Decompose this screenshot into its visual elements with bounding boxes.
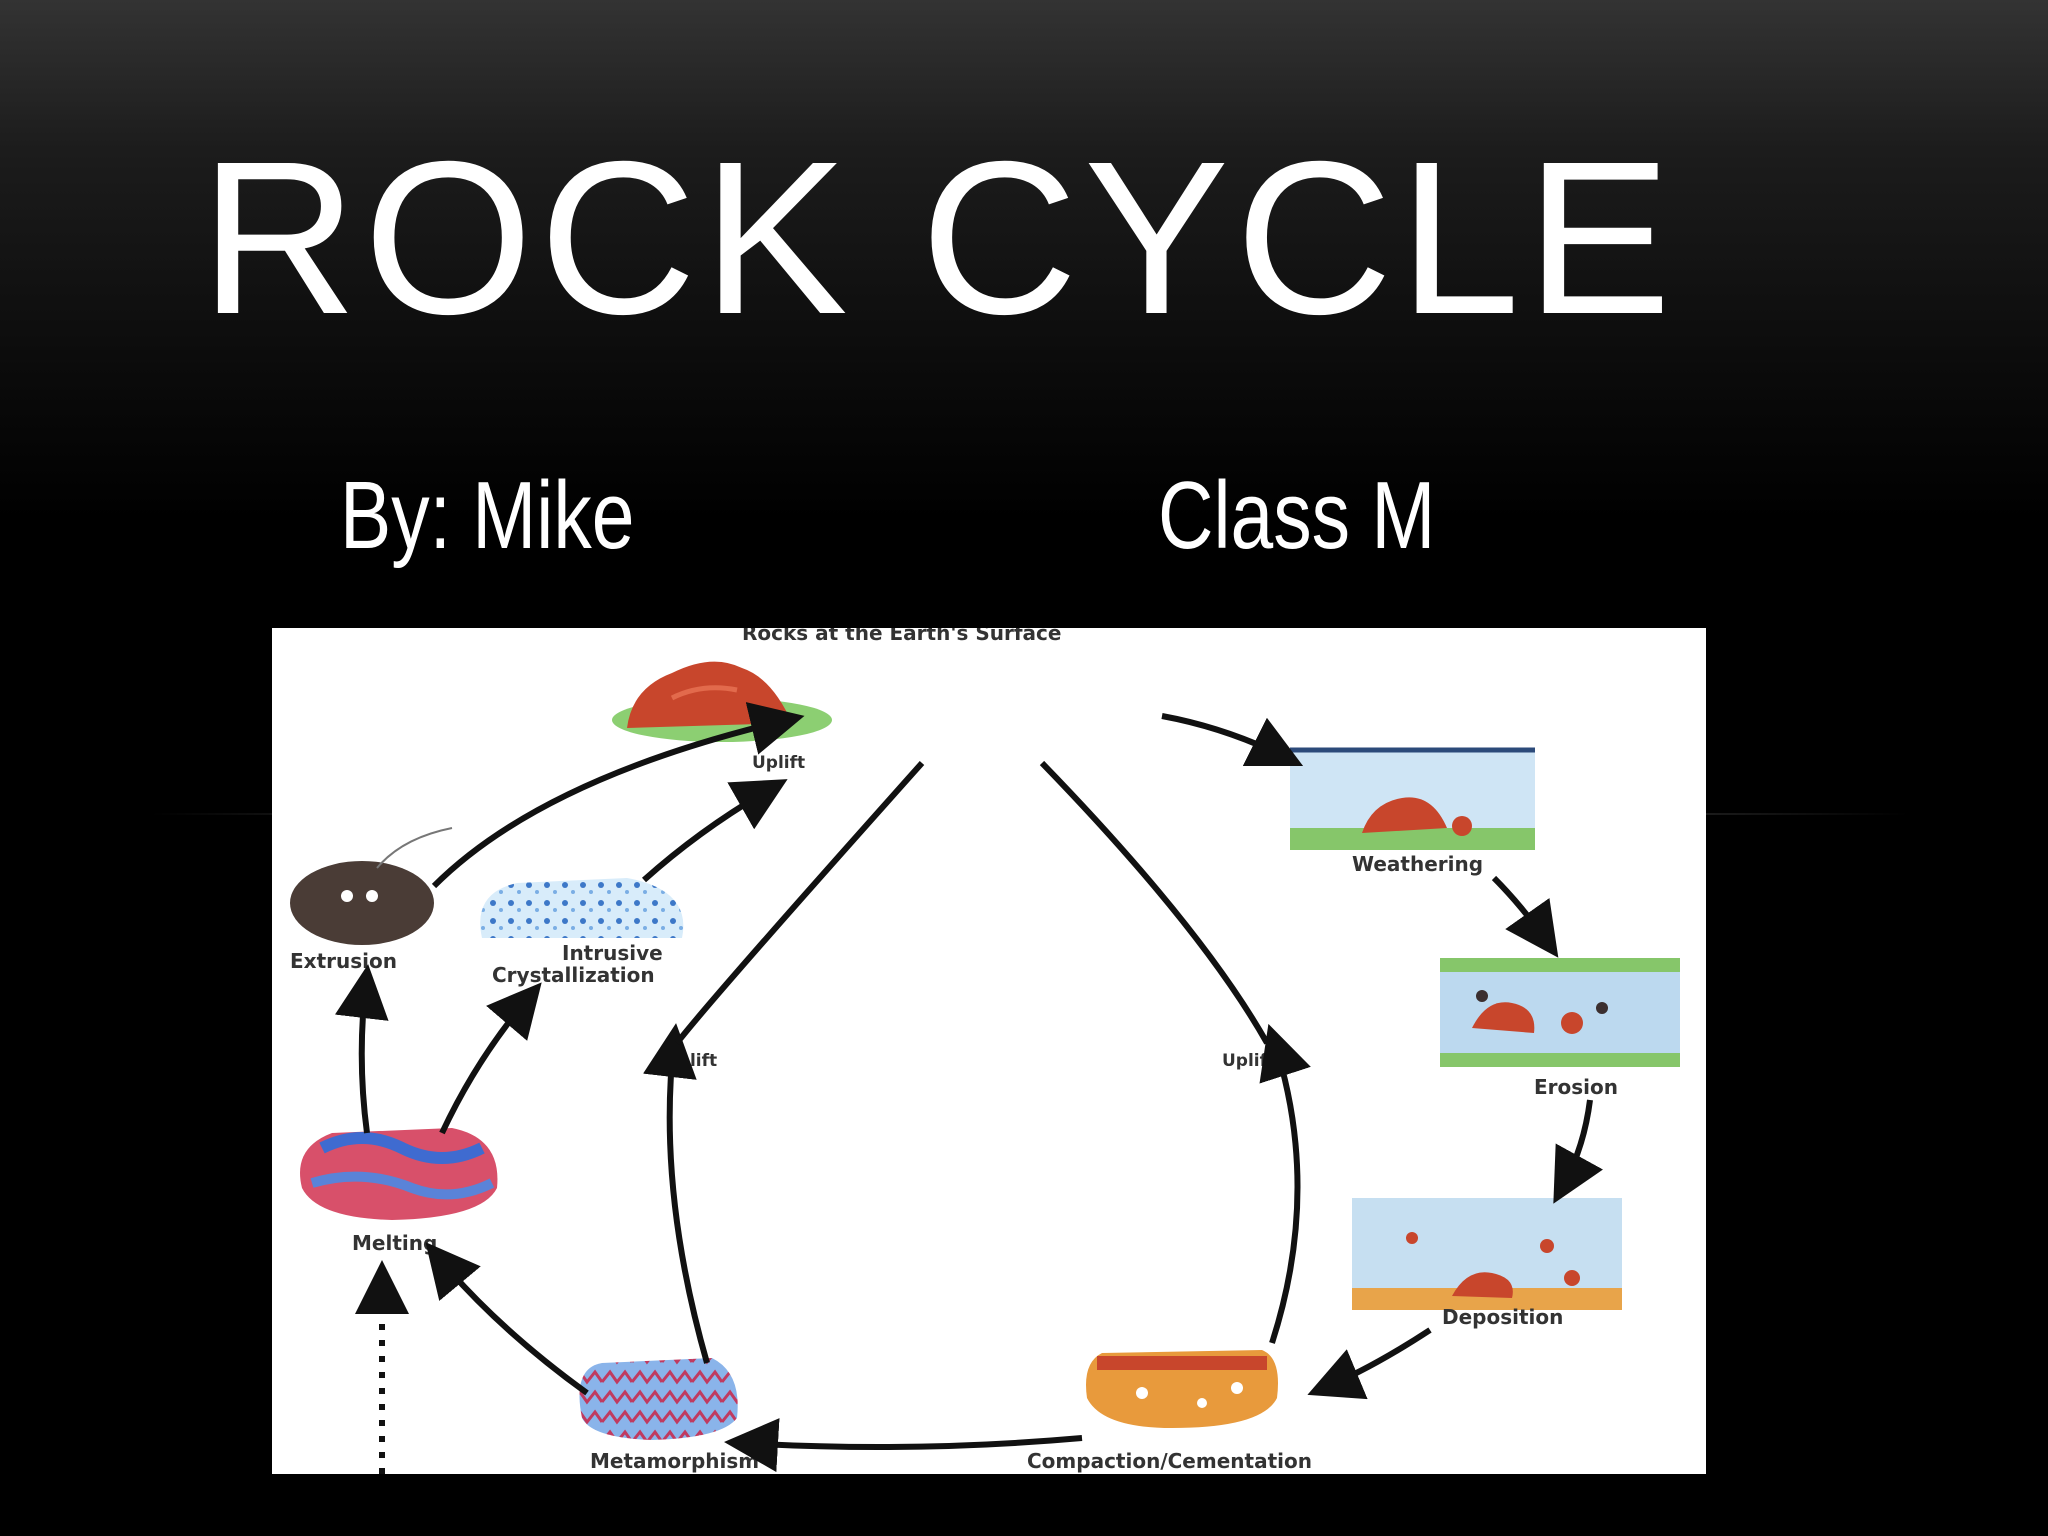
author-label: By: Mike bbox=[340, 462, 635, 569]
weathering-label: Weathering bbox=[1352, 852, 1483, 876]
surface-rock-illustration bbox=[612, 661, 832, 742]
deposition-illustration bbox=[1352, 1198, 1622, 1310]
intrusive-label-line2: Crystallization bbox=[492, 963, 655, 987]
rock-cycle-diagram-svg: Rocks at the Earth's Surface Weathering bbox=[290, 628, 1680, 1474]
intrusive-label-line1: Intrusive bbox=[562, 941, 663, 965]
arrow-compaction-uplift bbox=[1259, 1023, 1311, 1344]
arrow-deposition-to-compaction bbox=[1307, 1327, 1432, 1400]
arrow-erosion-to-deposition bbox=[1553, 1099, 1604, 1204]
uplift-label-right: Uplift bbox=[1222, 1051, 1275, 1071]
arrow-weathering-to-erosion bbox=[1491, 875, 1559, 958]
surface-rocks-label: Rocks at the Earth's Surface bbox=[742, 628, 1061, 645]
melting-illustration bbox=[300, 1128, 498, 1220]
uplift-label-top: Uplift bbox=[752, 753, 805, 773]
arc-surface-left-down bbox=[674, 761, 925, 1045]
rock-cycle-diagram: Rocks at the Earth's Surface Weathering bbox=[272, 628, 1706, 1474]
deposition-label: Deposition bbox=[1442, 1305, 1563, 1329]
melting-label: Melting bbox=[352, 1231, 437, 1255]
arrow-melting-to-intrusive bbox=[439, 982, 542, 1135]
extrusion-illustration bbox=[290, 827, 453, 945]
arrow-metamorphism-to-melting bbox=[425, 1242, 589, 1396]
metamorphism-label: Metamorphism bbox=[590, 1449, 759, 1473]
arrow-melting-to-extrusion bbox=[334, 964, 389, 1134]
arrow-intrusive-to-surface bbox=[641, 779, 788, 883]
arrow-compaction-to-metamorphism bbox=[724, 1418, 1083, 1473]
erosion-illustration bbox=[1440, 958, 1680, 1067]
erosion-label: Erosion bbox=[1534, 1075, 1618, 1099]
arrow-surface-to-weathering bbox=[1161, 713, 1304, 767]
intrusive-illustration bbox=[480, 878, 684, 938]
metamorphism-illustration bbox=[579, 1358, 738, 1440]
class-label: Class M bbox=[1158, 462, 1436, 569]
compaction-label: Compaction/Cementation bbox=[1027, 1449, 1312, 1473]
arrow-extrusion-to-surface bbox=[431, 702, 805, 889]
compaction-illustration bbox=[1086, 1350, 1278, 1428]
weathering-illustration bbox=[1290, 747, 1535, 850]
arrow-metamorphism-uplift bbox=[643, 1023, 710, 1364]
extrusion-label: Extrusion bbox=[290, 949, 397, 973]
slide-title: ROCK CYCLE bbox=[200, 117, 1678, 360]
arc-surface-right-down bbox=[1039, 760, 1270, 1045]
